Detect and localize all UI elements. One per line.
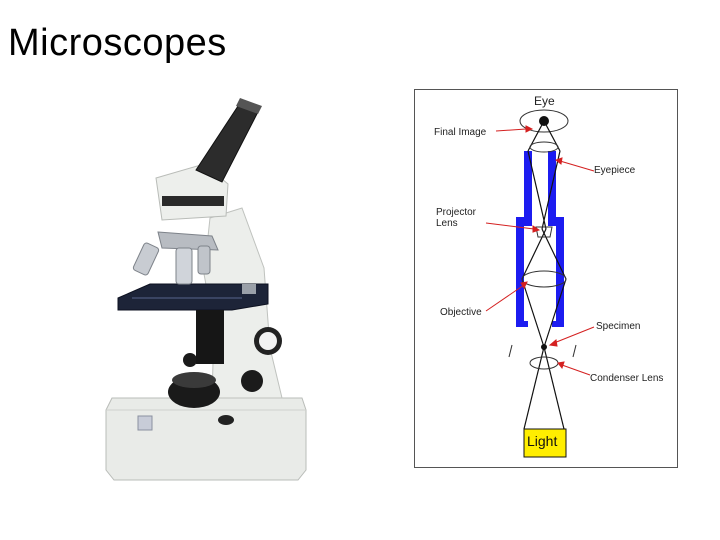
ray-diagram: Eye Final Image Eyepiece Projector Lens … [414, 89, 678, 468]
slide-title: Microscopes [8, 22, 227, 64]
label-eyepiece: Eyepiece [594, 165, 636, 176]
light-box [523, 428, 567, 458]
eye-shape [519, 109, 569, 133]
label-projector-lens: Projector Lens [436, 207, 477, 229]
label-arrows [485, 125, 595, 376]
label-condenser-lens: Condenser Lens [590, 373, 664, 384]
diagram-frame [414, 89, 678, 468]
label-final-image: Final Image [434, 127, 487, 138]
label-objective: Objective [440, 307, 482, 318]
label-specimen: Specimen [596, 321, 641, 332]
microscope-photo [105, 98, 307, 481]
light-rays [521, 120, 567, 430]
label-light: Light [527, 433, 558, 449]
label-eye: Eye [534, 94, 555, 108]
